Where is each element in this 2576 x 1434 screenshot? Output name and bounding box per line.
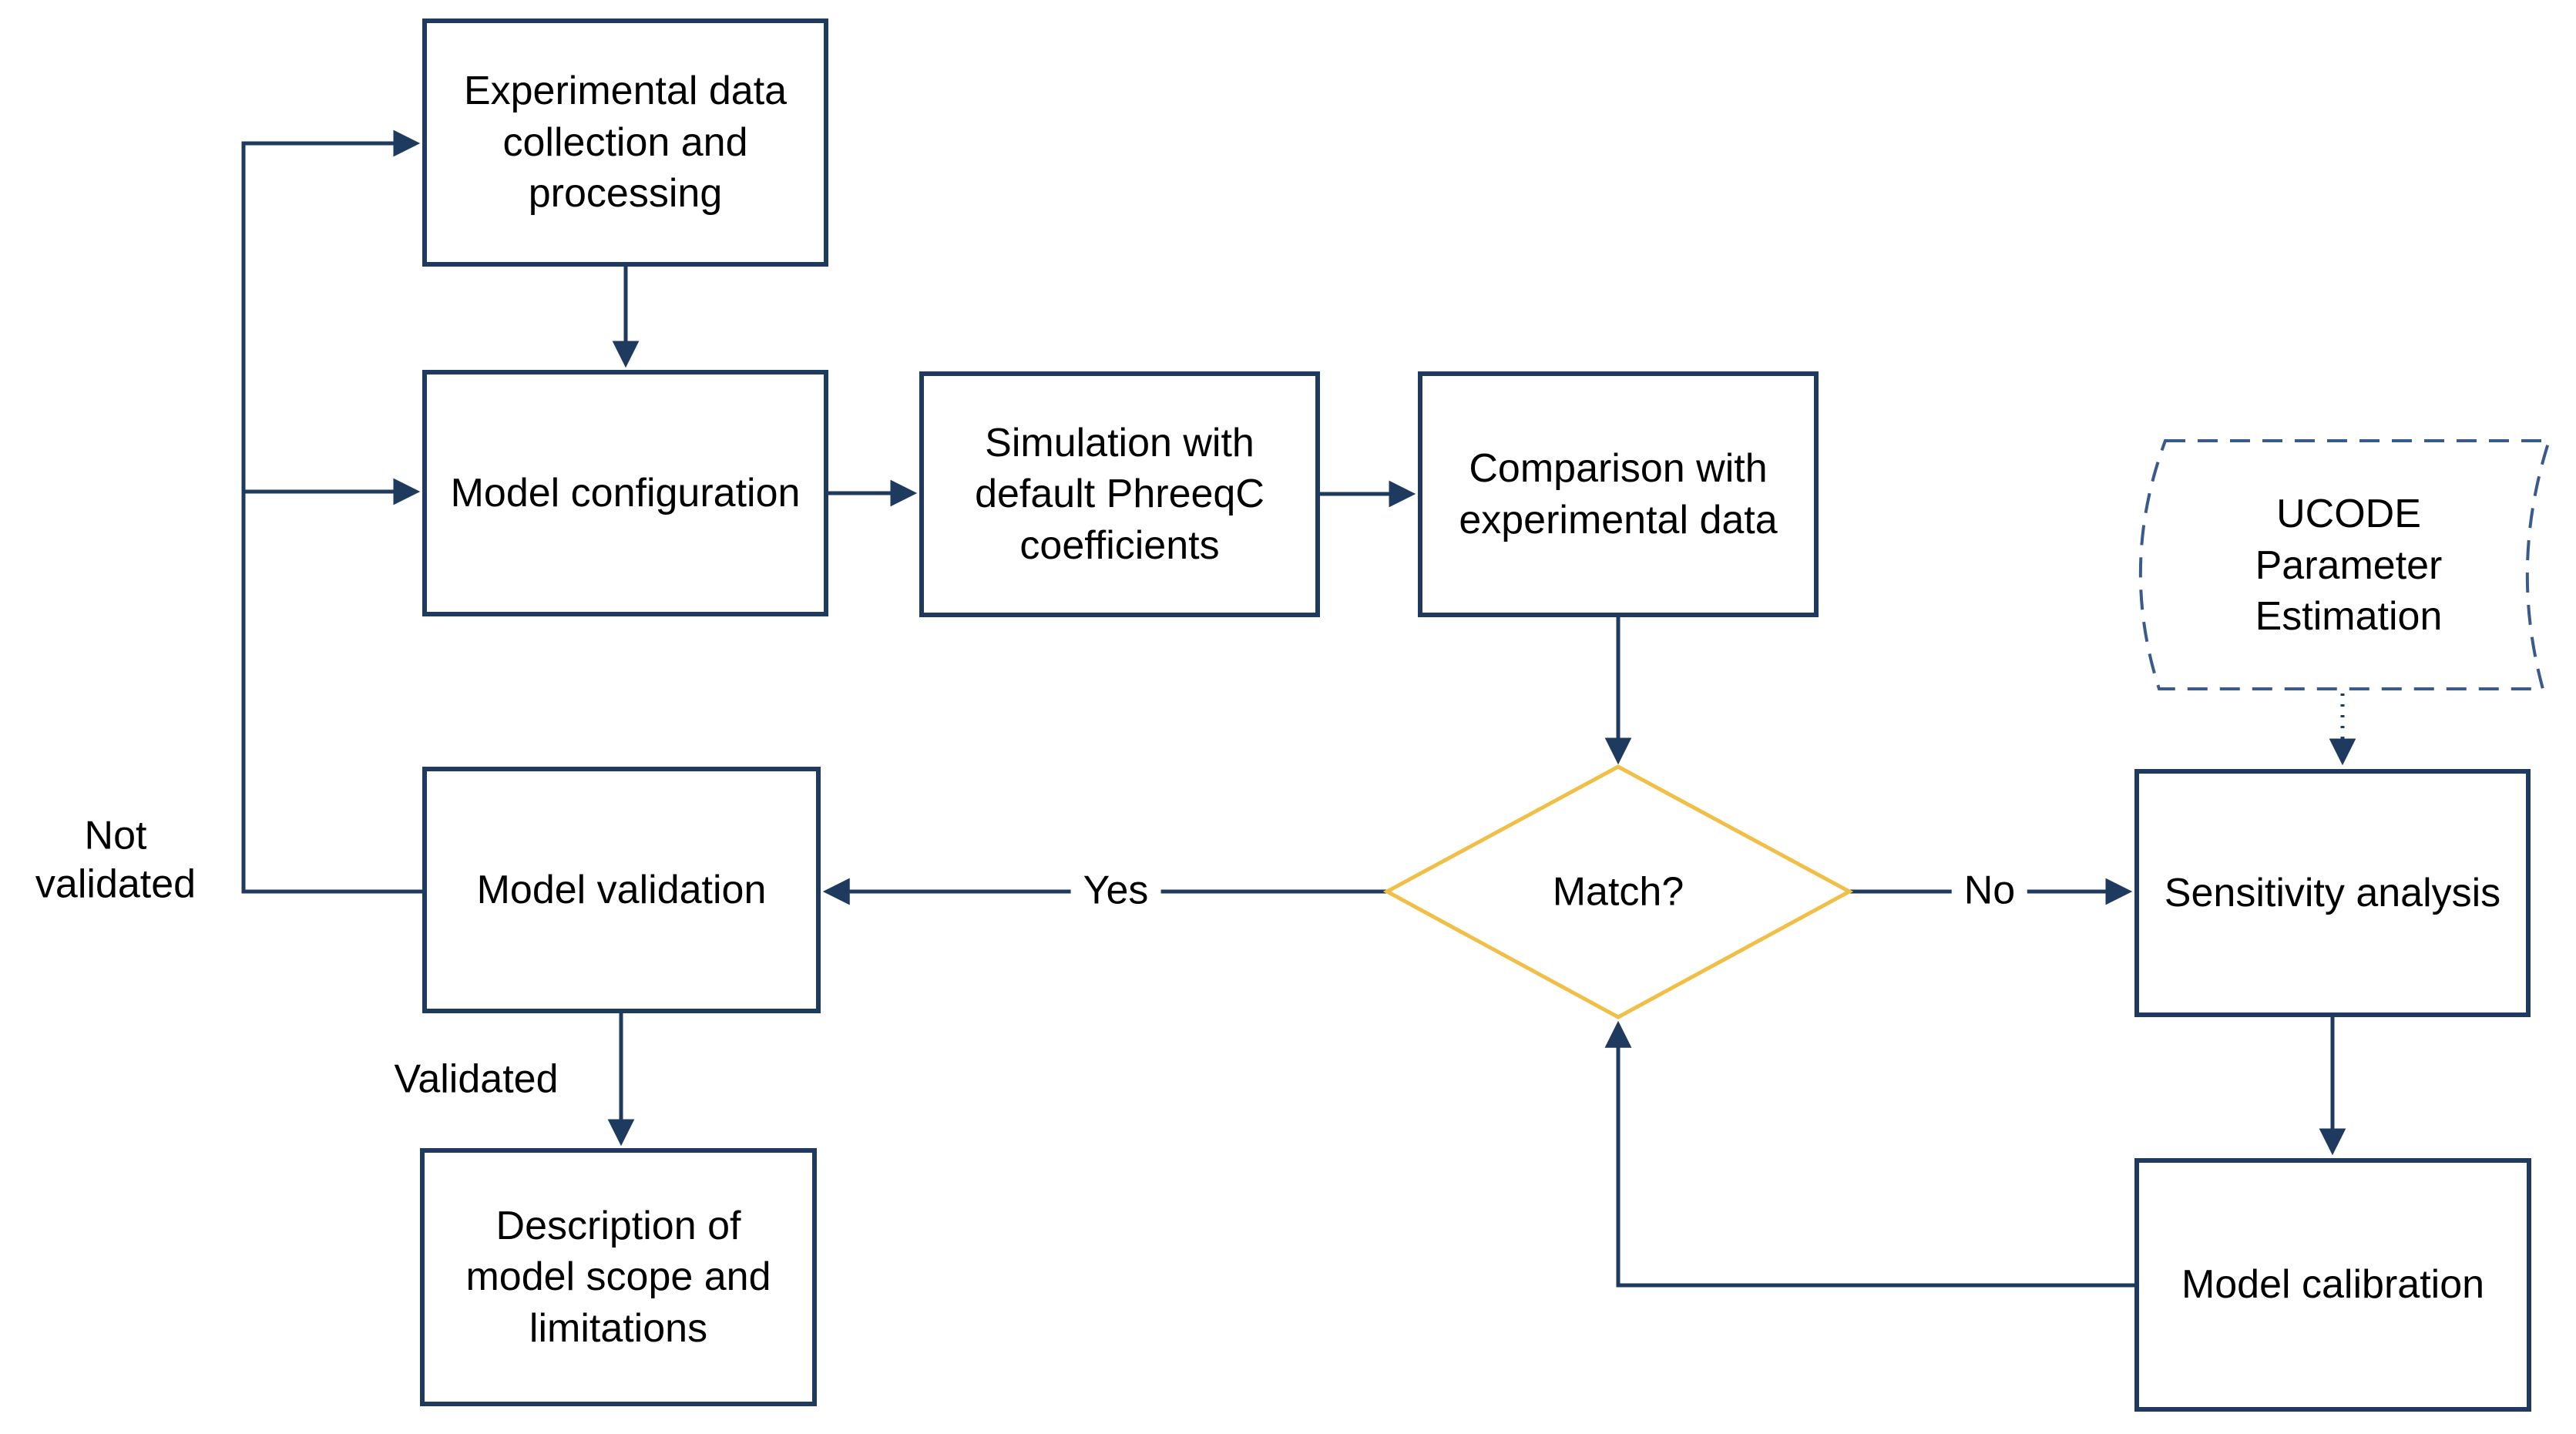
ucode-shape	[2138, 439, 2551, 690]
node-comparison: Comparison with experimental data	[1418, 371, 1819, 617]
edge-label-validated: Validated	[394, 1056, 559, 1102]
node-model-configuration: Model configuration	[422, 370, 828, 616]
edge-calibration-to-match	[1604, 1020, 2134, 1288]
decision-diamond	[1382, 764, 1854, 1019]
node-model-calibration: Model calibration	[2134, 1158, 2531, 1412]
node-sensitivity-analysis: Sensitivity analysis	[2134, 769, 2531, 1017]
edge-label-not-validated: Not validated	[35, 813, 196, 907]
node-model-validation: Model validation	[422, 767, 821, 1013]
node-simulation: Simulation with default PhreeqC coeffici…	[919, 371, 1320, 617]
node-experimental-data: Experimental data collection and process…	[422, 18, 828, 267]
edge-label-yes: Yes	[1070, 866, 1161, 915]
node-description: Description of model scope and limitatio…	[420, 1148, 817, 1406]
decision-match-label: Match?	[1552, 869, 1684, 915]
edge-label-no: No	[1951, 866, 2028, 915]
edge-notvalidated-loop	[241, 129, 422, 894]
node-ucode-label: UCODE Parameter Estimation	[2255, 492, 2443, 640]
